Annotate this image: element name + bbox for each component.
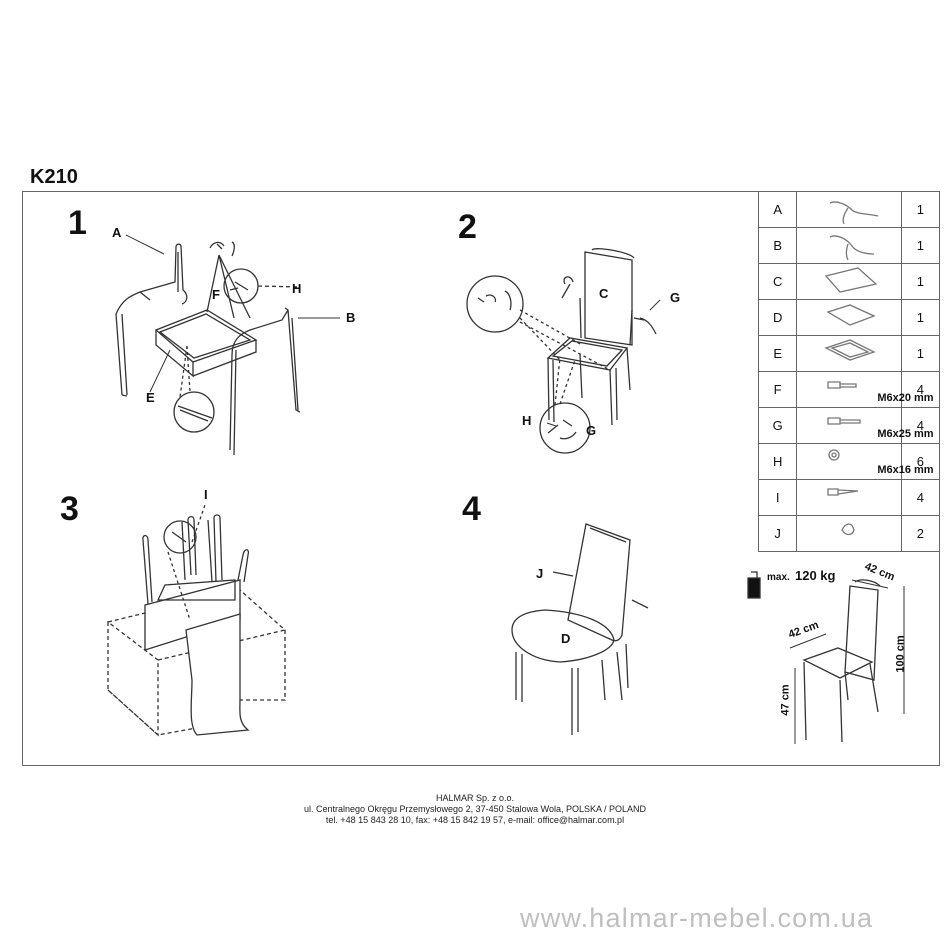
callout-c: C [599,286,609,301]
part-dimension: M6x16 mm [877,464,934,476]
part-b-icon [796,227,902,264]
step-1-number: 1 [68,204,87,242]
part-letter: J [757,515,798,552]
part-letter: B [757,227,798,264]
step2-illustration [466,248,661,454]
part-qty: 1 [900,191,941,228]
part-e-icon [796,335,902,372]
part-j-icon [796,515,902,552]
part-letter: C [757,263,798,300]
instruction-frame [22,191,940,766]
part-qty: 4 [900,479,941,516]
part-d-icon [796,299,902,336]
part-letter: D [757,299,798,336]
dim-seat-height: 47 cm [779,684,792,716]
callout-b: B [346,310,356,325]
load-max-label: max. [767,572,790,583]
step-3-number: 3 [60,490,79,528]
footer: HALMAR Sp. z o.o. ul. Centralnego Okręgu… [0,793,950,826]
step3-illustration [107,504,286,737]
part-qty: 1 [900,227,941,264]
part-letter: E [757,335,798,372]
footer-contact: tel. +48 15 843 28 10, fax: +48 15 842 1… [325,815,625,825]
part-qty: 4 [900,407,941,444]
callout-a: A [112,225,122,240]
part-dimension: M6x20 mm [877,392,934,404]
model-title: K210 [30,166,78,188]
load-value: 120 kg [795,568,836,583]
part-h-icon: M6x16 mm [796,443,934,480]
callout-d: D [561,631,571,646]
part-letter: I [757,479,798,516]
callout-g-bottom: G [586,423,597,438]
part-dimension: M6x25 mm [877,428,934,440]
footer-address: ul. Centralnego Okręgu Przemysłowego 2, … [303,804,646,814]
part-a-icon [796,191,902,228]
callout-i: I [204,487,208,502]
callout-g-top: G [670,290,681,305]
website-watermark: www.halmar-mebel.com.ua [520,903,874,933]
part-qty: 1 [900,335,941,372]
dim-height: 100 cm [894,635,907,673]
footer-company: HALMAR Sp. z o.o. [435,793,515,803]
part-letter: H [757,443,798,480]
part-qty: 1 [900,263,941,300]
step-2-number: 2 [458,208,477,246]
part-g-icon: M6x25 mm [796,407,934,444]
part-letter: F [757,371,798,408]
part-c-icon [796,263,902,300]
callout-j: J [536,566,544,581]
part-qty: 4 [900,371,941,408]
callout-h-bottom: H [522,413,532,428]
step4-illustration [511,523,649,735]
part-f-icon: M6x20 mm [796,371,934,408]
part-letter: G [757,407,798,444]
callout-e: E [146,390,155,405]
part-i-icon [796,479,902,516]
part-qty: 2 [900,515,941,552]
step1-illustration [115,234,340,456]
dimension-chair [747,571,905,744]
step-4-number: 4 [462,490,481,528]
callout-h: H [292,281,302,296]
part-qty: 1 [900,299,941,336]
callout-f: F [212,287,220,302]
part-letter: A [757,191,798,228]
